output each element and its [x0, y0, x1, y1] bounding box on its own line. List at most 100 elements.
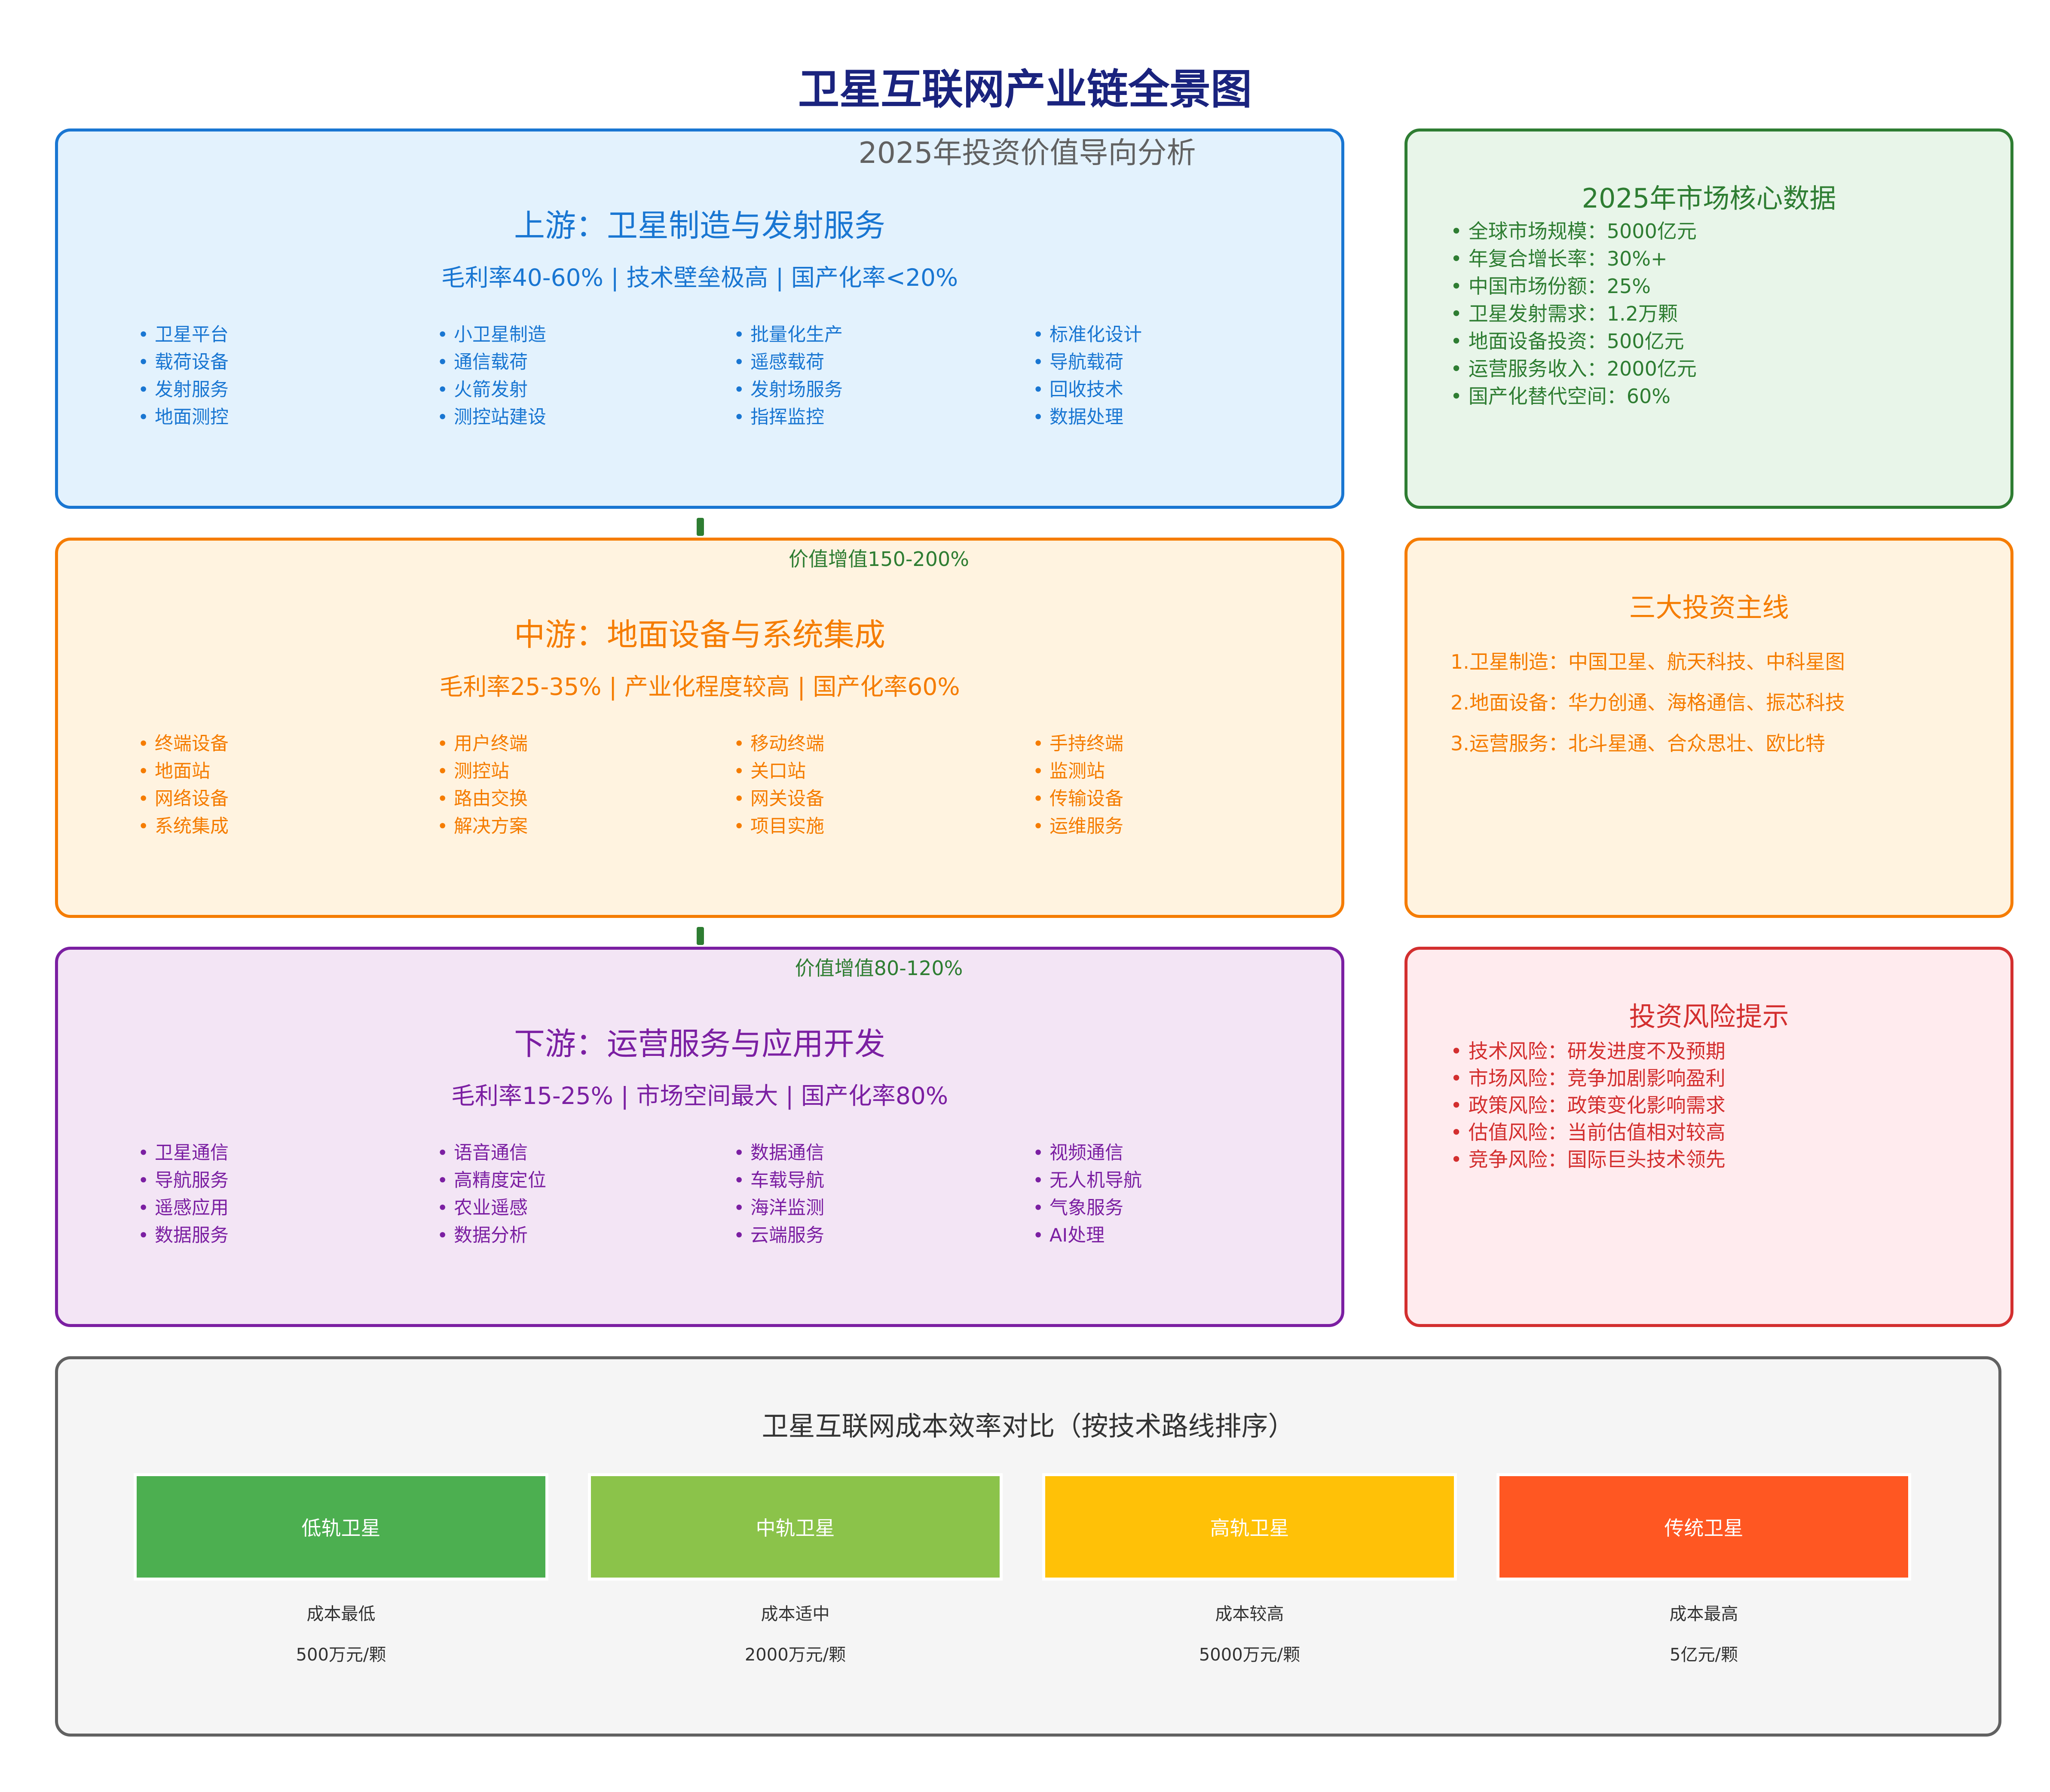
cost-bar: 低轨卫星 [134, 1473, 548, 1581]
chain-item: 地面测控 [138, 402, 229, 429]
chain-item: 用户终端 [437, 729, 528, 755]
page-title: 卫星互联网产业链全景图 [798, 65, 1252, 113]
cost-comparison-section: 卫星互联网成本效率对比（按技术路线排序） 低轨卫星成本最低 500万元/颗 中轨卫星… [55, 1356, 2001, 1737]
upstream-items: 卫星平台载荷设备发射服务地面测控 小卫星制造通信载荷火箭发射测控站建设 批量化生产遥… [58, 131, 1341, 506]
risk-title: 投资风险提示 [1629, 1001, 1789, 1032]
list-item: 运营服务收入：2000亿元 [1450, 355, 1697, 382]
market-data-panel: 2025年市场核心数据 全球市场规模：5000亿元年复合增长率：30%+中国市场… [1404, 128, 2013, 509]
risk-list: 技术风险：研发进度不及预期市场风险：竞争加剧影响盈利政策风险：政策变化影响需求估… [1450, 1038, 1726, 1173]
chain-item: 农业遥感 [437, 1193, 528, 1220]
midstream-section: 中游：地面设备与系统集成 毛利率25-35% | 产业化程度较高 | 国产化率6… [55, 538, 1344, 918]
downstream-heading: 下游：运营服务与应用开发 [514, 1026, 885, 1062]
list-item: 年复合增长率：30%+ [1450, 245, 1697, 272]
chain-item: 气象服务 [1033, 1193, 1123, 1220]
chain-item: AI处理 [1033, 1220, 1105, 1247]
cost-level: 成本最低 [306, 1604, 376, 1624]
chain-item: 关口站 [734, 756, 806, 783]
chain-item: 发射场服务 [734, 375, 843, 401]
chain-item: 手持终端 [1033, 729, 1123, 755]
chain-item: 回收技术 [1033, 375, 1123, 401]
chain-item: 语音通信 [437, 1138, 528, 1165]
list-item: 3.运营服务：北斗星通、合众思壮、欧比特 [1450, 732, 1825, 755]
chain-item: 遥感载荷 [734, 347, 824, 374]
chain-item: 发射服务 [138, 375, 229, 401]
chain-item: 云端服务 [734, 1220, 824, 1247]
chain-item: 火箭发射 [437, 375, 528, 401]
chain-item: 车载导航 [734, 1165, 824, 1192]
list-item: 地面设备投资：500亿元 [1450, 327, 1697, 355]
cost-level: 成本较高 [1215, 1604, 1284, 1624]
cost-level: 成本最高 [1669, 1604, 1738, 1624]
cost-bar: 传统卫星 [1496, 1473, 1911, 1581]
market-data-list: 全球市场规模：5000亿元年复合增长率：30%+中国市场份额：25%卫星发射需求… [1450, 217, 1697, 410]
chain-item: 导航载荷 [1033, 347, 1123, 374]
chain-item: 无人机导航 [1033, 1165, 1142, 1192]
list-item: 国产化替代空间：60% [1450, 382, 1697, 410]
chain-item: 批量化生产 [734, 320, 843, 346]
downstream-section: 下游：运营服务与应用开发 毛利率15-25% | 市场空间最大 | 国产化率80… [55, 947, 1344, 1327]
chain-item: 卫星平台 [138, 320, 229, 346]
list-item: 估值风险：当前估值相对较高 [1450, 1119, 1726, 1146]
upstream-metrics: 毛利率40-60% | 技术壁垒极高 | 国产化率<20% [441, 264, 958, 291]
list-item: 政策风险：政策变化影响需求 [1450, 1092, 1726, 1119]
chain-item: 数据通信 [734, 1138, 824, 1165]
chain-item: 通信载荷 [437, 347, 528, 374]
chain-item: 小卫星制造 [437, 320, 546, 346]
value-gain-label: 价值增值80-120% [795, 957, 963, 980]
list-item: 卫星发射需求：1.2万颗 [1450, 300, 1697, 327]
list-item: 全球市场规模：5000亿元 [1450, 217, 1697, 245]
chain-item: 指挥监控 [734, 402, 824, 429]
list-item: 竞争风险：国际巨头技术领先 [1450, 1146, 1726, 1173]
chain-item: 测控站 [437, 756, 509, 783]
upstream-section: 上游：卫星制造与发射服务 毛利率40-60% | 技术壁垒极高 | 国产化率<2… [55, 128, 1344, 509]
cost-level: 成本适中 [761, 1604, 830, 1624]
cost-bar: 高轨卫星 [1042, 1473, 1457, 1581]
chain-item: 遥感应用 [138, 1193, 229, 1220]
chain-item: 地面站 [138, 756, 210, 783]
list-item: 1.卫星制造：中国卫星、航天科技、中科星图 [1450, 650, 1845, 673]
midstream-items: 终端设备地面站网络设备系统集成用户终端测控站路由交换解决方案移动终端关口站网关设… [58, 541, 1341, 915]
midstream-metrics: 毛利率25-35% | 产业化程度较高 | 国产化率60% [439, 673, 960, 700]
chain-item: 导航服务 [138, 1165, 229, 1192]
chain-item: 数据处理 [1033, 402, 1123, 429]
chain-item: 系统集成 [138, 811, 229, 838]
chain-item: 路由交换 [437, 784, 528, 810]
list-item: 中国市场份额：25% [1450, 272, 1697, 300]
connector-arrow [697, 927, 704, 945]
downstream-metrics: 毛利率15-25% | 市场空间最大 | 国产化率80% [451, 1082, 949, 1110]
investment-lines-title: 三大投资主线 [1629, 592, 1789, 623]
chain-item: 高精度定位 [437, 1165, 546, 1192]
chain-item: 项目实施 [734, 811, 824, 838]
chain-item: 数据服务 [138, 1220, 229, 1247]
market-data-title: 2025年市场核心数据 [1582, 183, 1836, 214]
cost-price: 500万元/颗 [296, 1645, 386, 1665]
chain-item: 数据分析 [437, 1220, 528, 1247]
value-gain-label: 价值增值150-200% [789, 547, 969, 571]
cost-bar: 中轨卫星 [588, 1473, 1003, 1581]
downstream-items: 卫星通信导航服务遥感应用数据服务 语音通信高精度定位农业遥感数据分析 数据通信车载导… [58, 950, 1341, 1324]
chain-item: 终端设备 [138, 729, 229, 755]
midstream-heading: 中游：地面设备与系统集成 [514, 617, 885, 653]
list-item: 技术风险：研发进度不及预期 [1450, 1038, 1726, 1065]
cost-price: 5000万元/颗 [1199, 1645, 1300, 1665]
chain-item: 载荷设备 [138, 347, 229, 374]
cost-price: 5亿元/颗 [1670, 1645, 1738, 1665]
upstream-heading: 上游：卫星制造与发射服务 [514, 208, 885, 244]
risk-panel: 投资风险提示 技术风险：研发进度不及预期市场风险：竞争加剧影响盈利政策风险：政策… [1404, 947, 2013, 1327]
chain-item: 网络设备 [138, 784, 229, 810]
chain-item: 监测站 [1033, 756, 1105, 783]
chain-item: 标准化设计 [1033, 320, 1142, 346]
chain-item: 卫星通信 [138, 1138, 229, 1165]
cost-price: 2000万元/颗 [744, 1645, 846, 1665]
chain-item: 视频通信 [1033, 1138, 1123, 1165]
chain-item: 传输设备 [1033, 784, 1123, 810]
chain-item: 海洋监测 [734, 1193, 824, 1220]
cost-comparison-title: 卫星互联网成本效率对比（按技术路线排序） [762, 1410, 1295, 1442]
chain-item: 测控站建设 [437, 402, 546, 429]
chain-item: 运维服务 [1033, 811, 1123, 838]
chain-item: 网关设备 [734, 784, 824, 810]
chain-item: 解决方案 [437, 811, 528, 838]
connector-arrow [697, 518, 704, 536]
